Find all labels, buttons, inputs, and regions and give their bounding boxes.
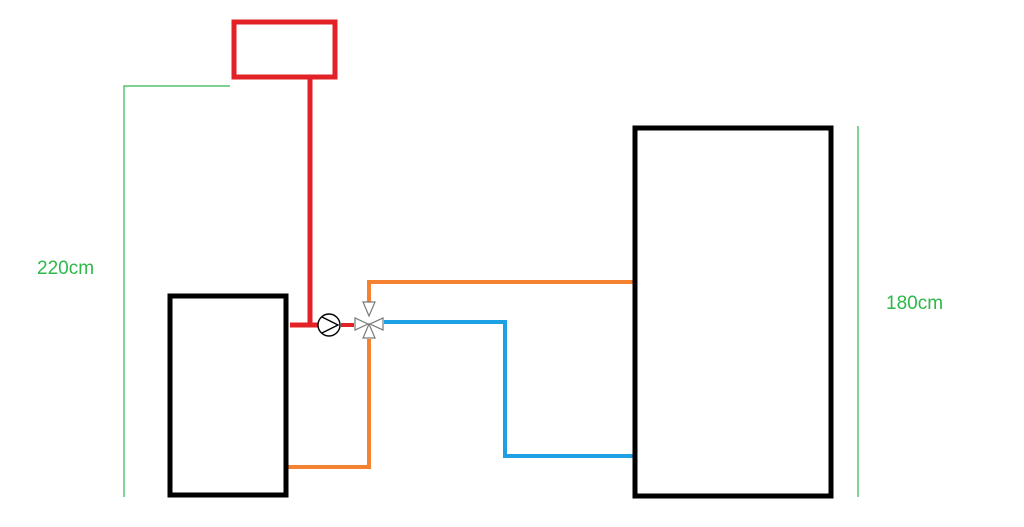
top-red-unit (231, 19, 338, 80)
red-supply-pipe (290, 78, 313, 328)
three-way-mixing-valve-icon (354, 301, 384, 339)
left-tank (167, 293, 289, 498)
orange-return-pipe-bottom (288, 339, 371, 469)
blue-pipe (384, 320, 635, 458)
left-dimension-line (123, 85, 230, 497)
left-height-label: 220cm (37, 258, 95, 279)
orange-flow-pipe-top (367, 280, 635, 307)
right-tank (632, 125, 834, 499)
pump-icon (317, 313, 341, 337)
right-height-label: 180cm (886, 293, 944, 314)
